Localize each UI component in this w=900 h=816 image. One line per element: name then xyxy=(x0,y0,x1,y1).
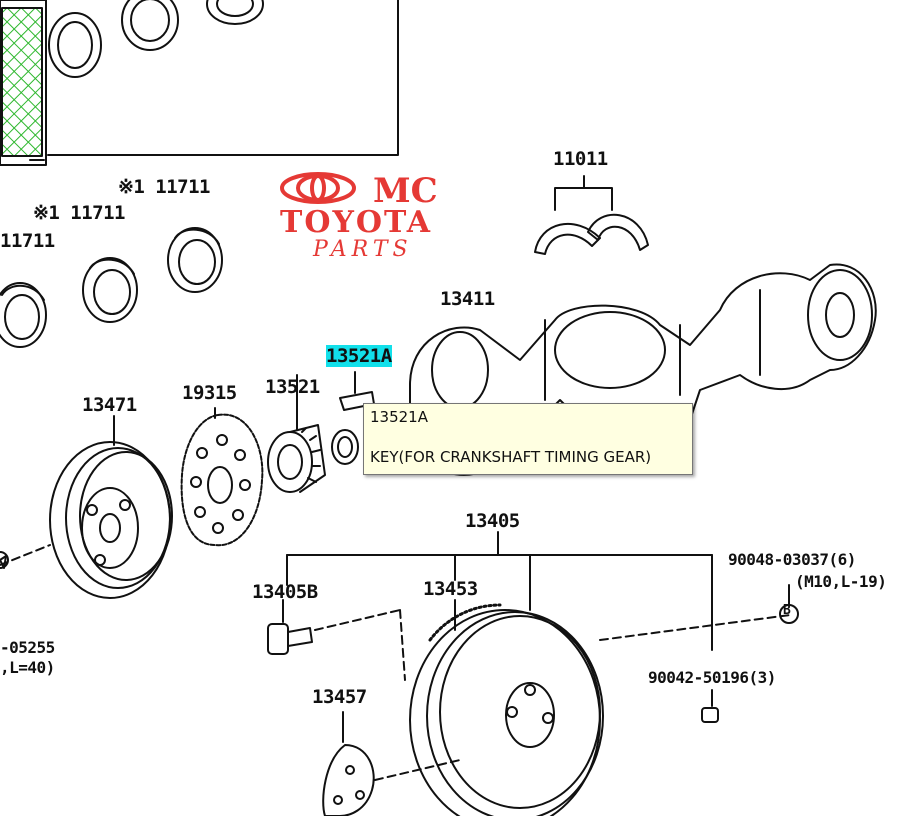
part-tooltip: 13521A KEY(FOR CRANKSHAFT TIMING GEAR) xyxy=(363,403,693,475)
reference-b-label: B xyxy=(783,603,791,618)
tooltip-part-number: 13521A xyxy=(370,408,428,426)
flywheel-pin xyxy=(599,614,791,723)
part-13411-label[interactable]: 13411 xyxy=(440,288,495,310)
spacer-ring xyxy=(331,429,359,465)
part-pulley-bolt-label[interactable]: -05255 xyxy=(0,638,55,657)
mc-toyota-parts-logo: MC TOYOTA PARTS xyxy=(280,171,438,260)
logo-company: TOYOTA xyxy=(280,205,432,240)
upper-bearings-inset xyxy=(48,0,264,78)
inset-frame xyxy=(0,0,399,166)
logo-sub: PARTS xyxy=(312,237,413,260)
part-11711-label-a[interactable]: ※1 11711 xyxy=(118,176,211,198)
part-11011-label[interactable]: 11011 xyxy=(553,148,608,170)
part-19315-label[interactable]: 19315 xyxy=(182,382,237,404)
part-11711-label-b[interactable]: ※1 11711 xyxy=(33,202,126,224)
part-13405b-label[interactable]: 13405B xyxy=(252,581,318,603)
crankshaft-pulley xyxy=(0,415,173,599)
toyota-emblem-icon xyxy=(280,172,356,204)
part-pulley-bolt-spec: ,L=40) xyxy=(0,658,55,677)
part-90042-label[interactable]: 90042-50196(3) xyxy=(648,668,776,687)
signal-rotor xyxy=(180,407,264,547)
part-13453-label[interactable]: 13453 xyxy=(423,578,478,600)
bearing-2 xyxy=(82,257,138,323)
reference-b-marker xyxy=(779,584,799,624)
flywheel-assembly-bracket xyxy=(286,531,713,651)
part-13521a-label[interactable]: 13521A xyxy=(326,345,392,367)
main-bearing-set xyxy=(0,227,223,348)
part-90048-spec: (M10,L-19) xyxy=(795,572,887,591)
part-13521-label[interactable]: 13521 xyxy=(265,376,320,398)
bearing-1 xyxy=(0,282,47,348)
part-13471-label[interactable]: 13471 xyxy=(82,394,137,416)
pulley-bolt xyxy=(0,551,9,569)
flywheel-plate xyxy=(322,711,461,816)
crankshaft-timing-gear xyxy=(267,374,326,493)
logo-brand: MC xyxy=(373,171,438,211)
tooltip-description: KEY(FOR CRANKSHAFT TIMING GEAR) xyxy=(370,448,652,466)
flywheel xyxy=(409,599,604,816)
part-13457-label[interactable]: 13457 xyxy=(312,686,367,708)
bearing-3 xyxy=(167,227,223,293)
flywheel-bolt xyxy=(267,599,406,681)
part-90048-label[interactable]: 90048-03037(6) xyxy=(728,550,856,569)
thrust-washers xyxy=(534,175,649,255)
part-11711-label-c[interactable]: 11711 xyxy=(0,230,55,252)
highlighted-part-number[interactable]: 13521A xyxy=(326,345,392,367)
part-13405-label[interactable]: 13405 xyxy=(465,510,520,532)
